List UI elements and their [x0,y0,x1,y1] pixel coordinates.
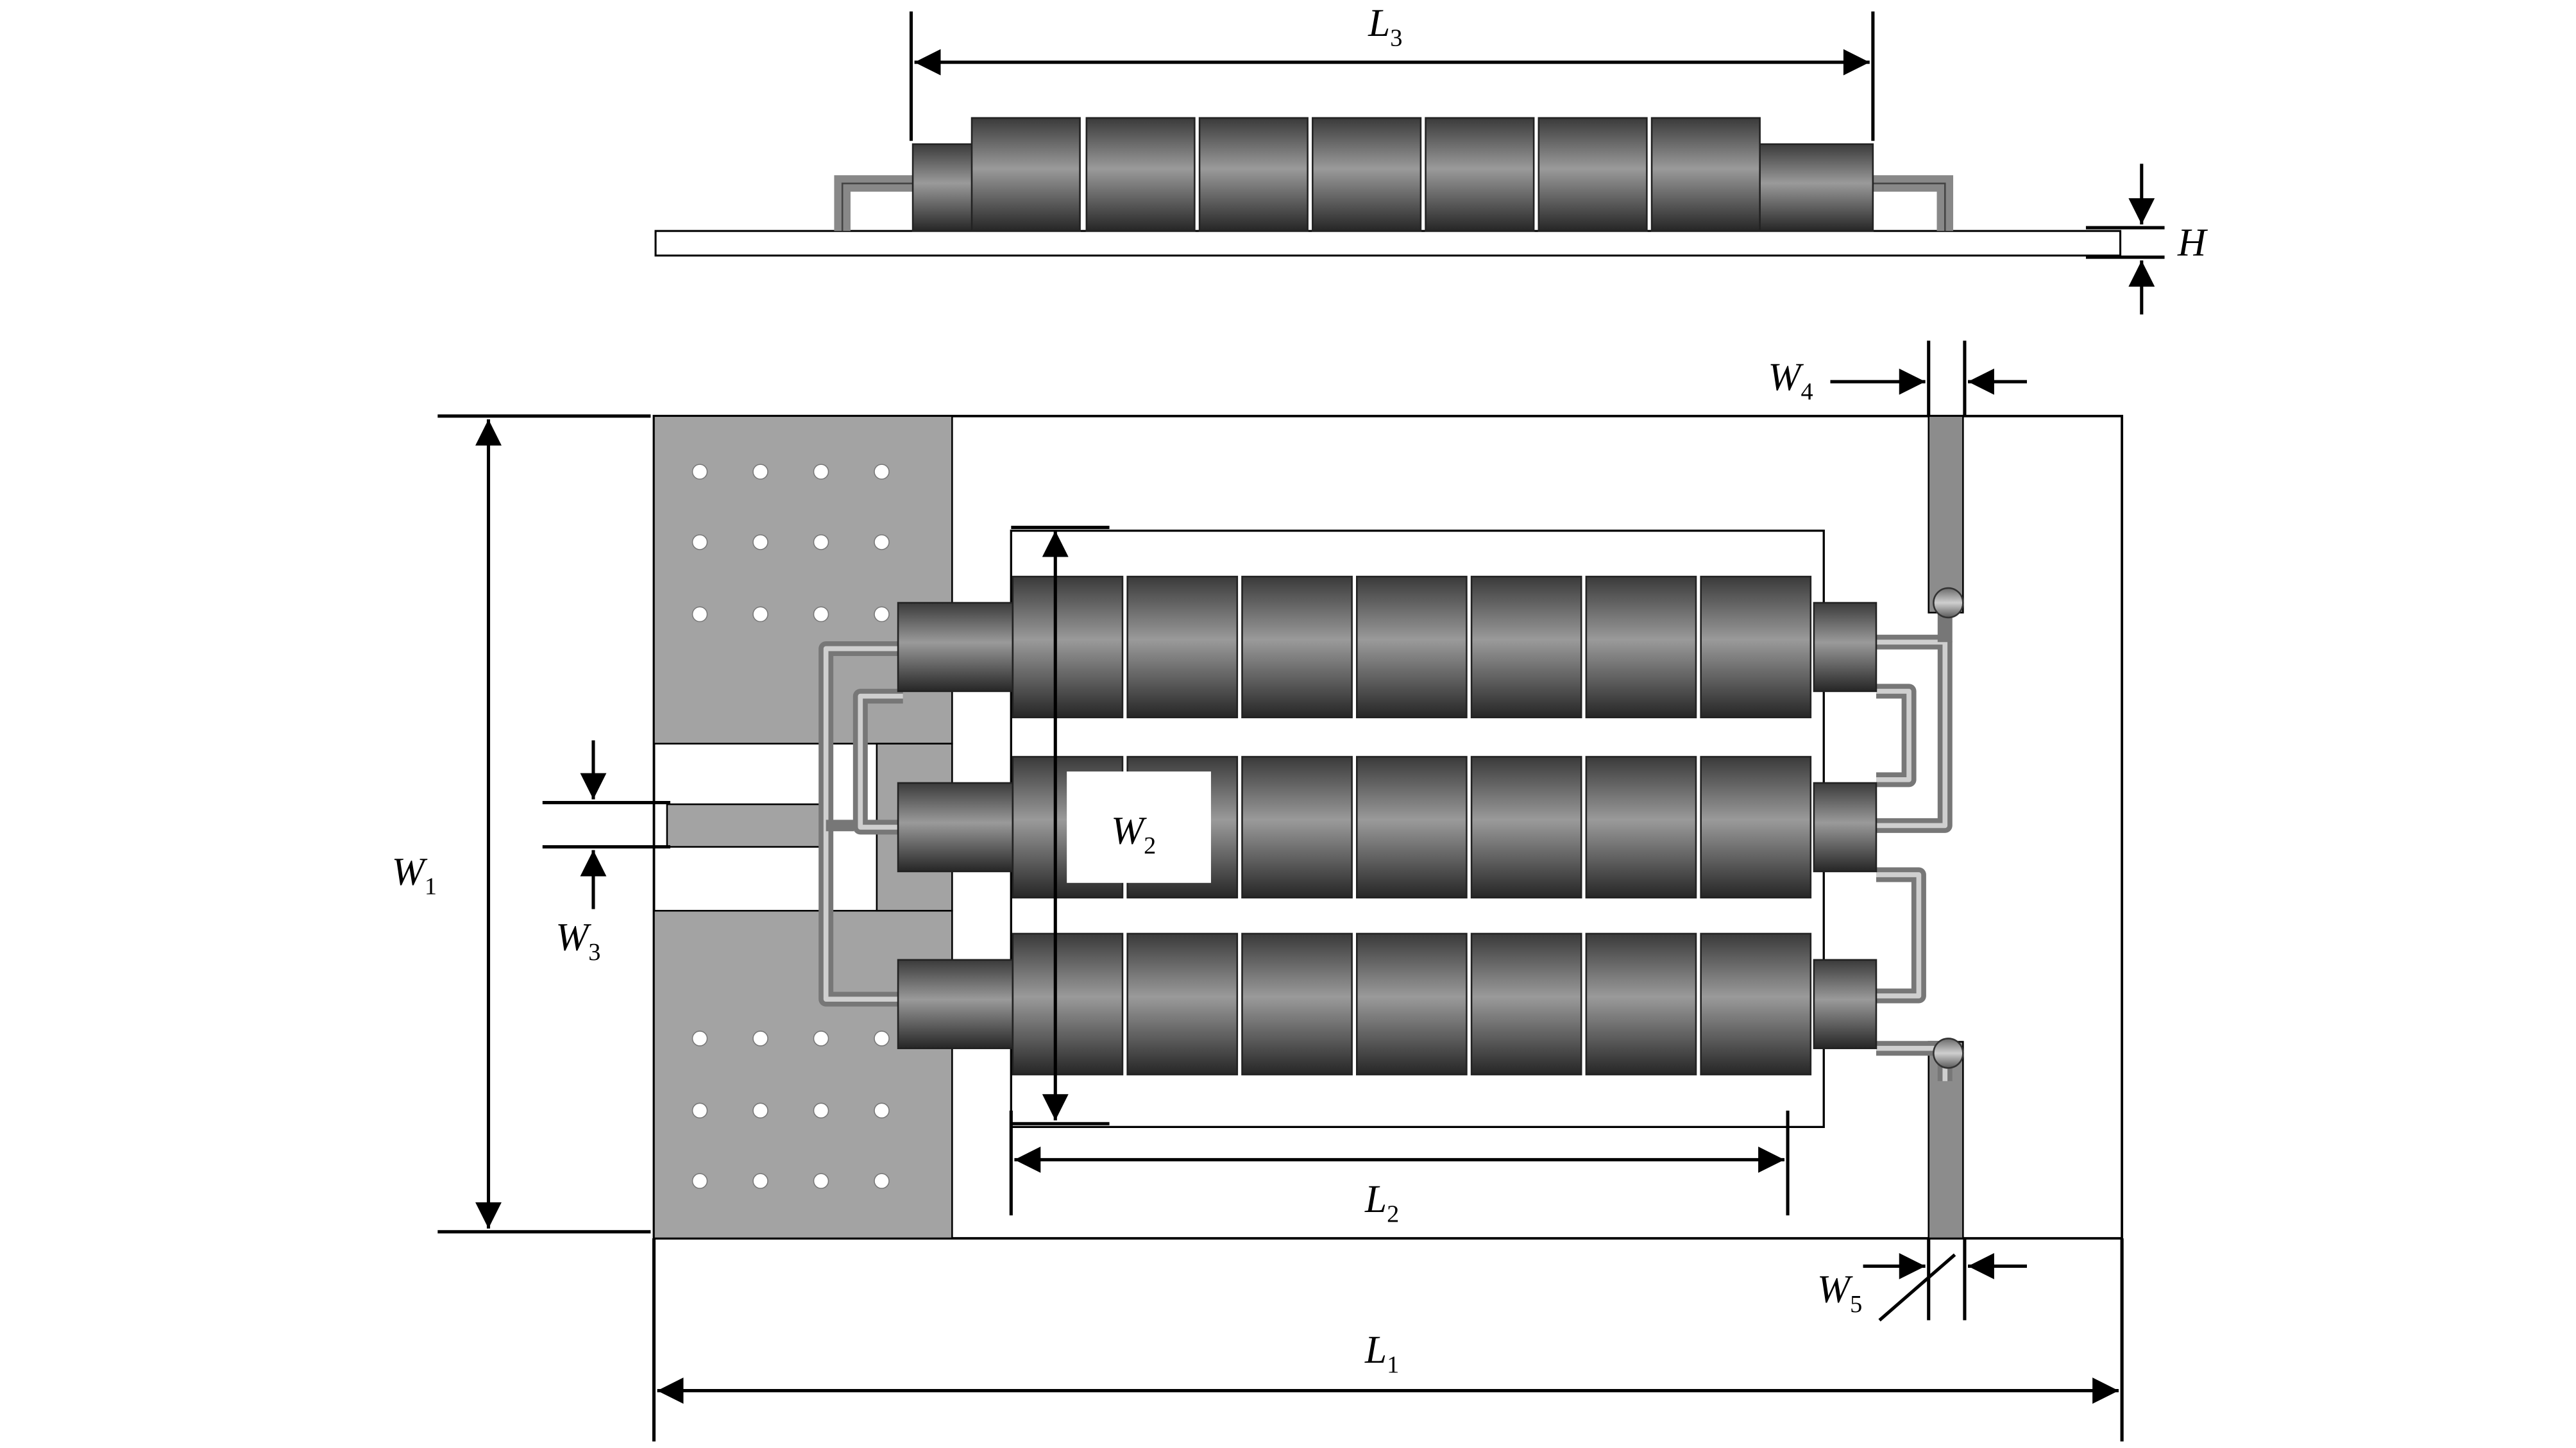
strip-W4 [1928,415,1964,614]
svg-text:W1: W1 [392,850,437,900]
side-left-pipe [834,175,913,232]
inner-frame [1010,529,1825,1129]
label-H: H [2177,221,2208,264]
label-W4: W [1768,355,1804,399]
label-W2-box [1067,771,1211,883]
label-W4-sub: 4 [1801,378,1813,405]
label-W5: W [1817,1268,1853,1311]
cylinder-row-1 [1012,575,1812,719]
end-caps [897,602,1877,1050]
side-left-endcap [911,143,976,232]
dimension-L1: L1 [652,1238,2124,1442]
top-view [652,414,2124,1240]
side-view [654,117,2122,257]
dimension-W4: W4 [1768,341,2027,416]
dimension-W1: W1 [392,414,651,1234]
side-right-pipe [1869,175,1954,232]
label-W1: W [392,850,428,893]
svg-text:W2: W2 [1111,809,1156,859]
label-L2-sub: 2 [1387,1201,1399,1228]
vias-lower [691,1031,890,1189]
dimension-L2: L2 [1009,1110,1790,1228]
label-W5-sub: 5 [1850,1291,1862,1318]
cylinder-row-3 [1012,932,1812,1075]
label-L2: L [1364,1177,1387,1221]
svg-text:W5: W5 [1817,1268,1862,1318]
dimension-W3: W3 [542,740,671,966]
side-right-endcap [1757,143,1874,232]
label-W3-sub: 3 [588,939,600,966]
svg-text:L2: L2 [1364,1177,1399,1227]
side-cylinders [970,117,1761,232]
label-W3: W [555,915,591,959]
svg-text:W4: W4 [1768,355,1813,405]
label-W2: W [1111,809,1147,852]
side-substrate [654,230,2122,257]
feed-line [666,803,831,848]
label-W1-sub: 1 [425,873,437,900]
svg-text:L1: L1 [1364,1328,1399,1378]
label-L3: L [1368,1,1390,45]
svg-text:W3: W3 [555,915,600,965]
label-L1-sub: 1 [1387,1352,1399,1379]
vias-upper [691,464,890,623]
dimension-H: H [2085,164,2208,315]
label-L1: L [1364,1328,1387,1372]
feed-pipes-left [818,641,903,1007]
dimension-L3: L3 [909,1,1875,141]
dimension-W5: W5 [1817,1238,2027,1322]
svg-text:L3: L3 [1368,1,1402,51]
label-W2-sub: 2 [1144,832,1156,859]
dimension-W2: W2 [1011,525,1156,1125]
label-L3-sub: 3 [1390,25,1402,52]
